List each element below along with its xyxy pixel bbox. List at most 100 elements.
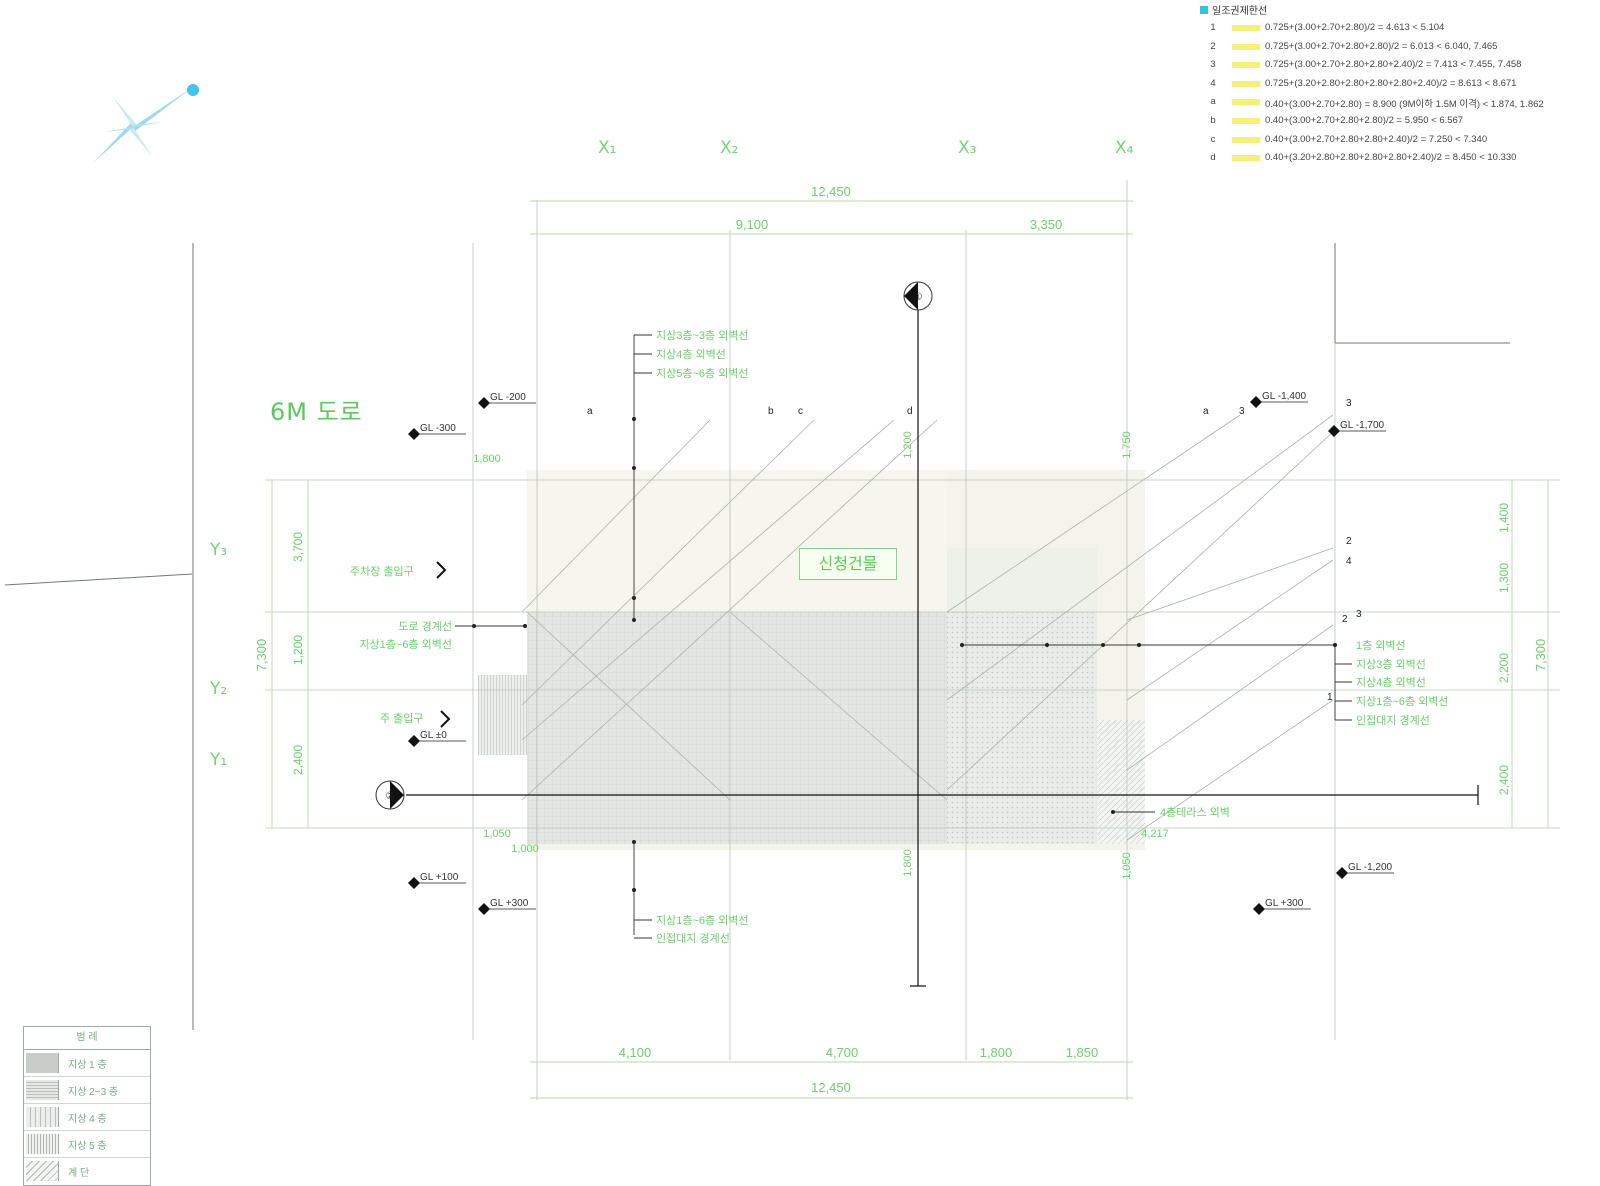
gl-label: GL -1,200 — [1348, 862, 1393, 873]
gl-label: GL -200 — [490, 392, 526, 403]
grid-label-x1: X₁ — [598, 138, 617, 158]
gl-label: GL -300 — [420, 423, 456, 434]
dim-right-part: 1,300 — [1497, 563, 1511, 593]
legend-color-swatch — [1200, 6, 1208, 14]
grid-label-y1: Y₁ — [210, 750, 228, 770]
hatch-pattern-1 — [26, 1053, 59, 1073]
legend-row-equation: 0.725+(3.00+2.70+2.80)/2 = 4.613 < 5.104 — [1265, 22, 1445, 33]
gl-marker — [1253, 903, 1311, 915]
dim-misc: 1,750 — [1121, 431, 1133, 459]
legend-row-label: 3 — [1210, 59, 1216, 71]
gl-marker — [408, 735, 466, 747]
legend-row-label: b — [1210, 115, 1216, 126]
legend-row-equation: 0.725+(3.20+2.80+2.80+2.80+2.80+2.40)/2 … — [1265, 77, 1517, 89]
gl-marker — [478, 903, 536, 915]
dim-misc: 1,000 — [511, 843, 539, 855]
note-terrace: 4층테라스 외벽 — [1160, 806, 1230, 819]
gl-marker — [1328, 425, 1386, 437]
road-label: 6M 도로 — [270, 398, 363, 426]
chevron-right-icon — [440, 710, 451, 728]
north-arrow-icon — [93, 84, 199, 163]
dim-top-part: 9,100 — [736, 217, 769, 232]
dimension-lines — [271, 200, 1549, 1099]
sunlight-line-label: a — [1203, 406, 1209, 417]
hatch-legend-row: 계 단 — [24, 1158, 150, 1184]
sunlight-line-label: 3 — [1346, 398, 1352, 409]
sunlight-line-label: 2 — [1346, 536, 1352, 547]
grid-label-x3: X₃ — [958, 138, 977, 158]
hatch-legend-label: 계 단 — [68, 1168, 90, 1179]
dim-right-total: 7,300 — [1533, 639, 1548, 672]
sunlight-line-label: b — [768, 406, 774, 417]
dim-right-part: 2,400 — [1497, 765, 1511, 795]
legend-row-swatch — [1232, 62, 1260, 69]
legend-row-equation: 0.40+(3.00+2.70+2.80+2.80)/2 = 5.950 < 6… — [1265, 115, 1464, 126]
hatch-pattern-2 — [26, 1080, 59, 1100]
legend-row-swatch — [1232, 136, 1260, 143]
chevron-right-icon — [436, 561, 447, 579]
sunlight-line-label: a — [587, 406, 593, 417]
dim-misc: 1,050 — [483, 828, 511, 840]
legend-row-equation: 0.40+(3.00+2.70+2.80+2.80+2.40)/2 = 7.25… — [1265, 133, 1488, 145]
section-marker-1 — [903, 281, 933, 311]
hatch-pattern-5 — [26, 1161, 59, 1181]
grid-label-y2: Y₂ — [210, 679, 228, 699]
legend-row-swatch — [1232, 99, 1260, 106]
section-marker-2 — [375, 780, 405, 810]
legend-row-label: d — [1210, 152, 1216, 164]
hatch-legend-label: 지상 1 층 — [68, 1060, 107, 1071]
hatch-legend-row: 지상 1 층 — [24, 1050, 150, 1077]
dim-misc: 1,200 — [902, 431, 914, 459]
note-left: 도로 경계선 — [398, 620, 452, 633]
site-boundary — [4, 243, 1510, 1030]
hatch-legend-row: 지상 4 층 — [24, 1104, 150, 1131]
legend-row-swatch — [1232, 118, 1260, 124]
section-cuts — [406, 305, 1479, 987]
dim-bottom-part: 1,800 — [980, 1045, 1013, 1060]
dim-left-part: 3,700 — [291, 532, 305, 562]
legend-row-swatch — [1232, 80, 1260, 87]
sunlight-line-label: 2 — [1342, 614, 1348, 625]
dim-misc: 1,800 — [902, 849, 914, 877]
sunlight-line-label: 4 — [1346, 556, 1352, 567]
dim-right-part: 1,400 — [1497, 503, 1511, 533]
note-right: 인접대지 경계선 — [1356, 714, 1430, 727]
note-right: 지상1층~6층 외벽선 — [1356, 695, 1449, 708]
legend-row-equation: 0.725+(3.00+2.70+2.80+2.80)/2 = 6.013 < … — [1265, 40, 1498, 52]
gl-marker — [408, 428, 466, 440]
gl-label: GL +300 — [490, 898, 529, 909]
legend-row-label: 1 — [1210, 22, 1216, 33]
legend-row-label: 4 — [1210, 77, 1216, 89]
building-label-text: 신청건물 — [818, 554, 878, 573]
note-right: 지상3층 외벽선 — [1356, 658, 1426, 671]
gl-label: GL ±0 — [420, 730, 447, 741]
hatch-legend-label: 지상 2~3 층 — [68, 1087, 119, 1098]
hatch-pattern-4 — [26, 1134, 59, 1154]
gl-marker — [478, 397, 536, 409]
sunlight-legend: 일조권제한선 1 0.725+(3.00+2.70+2.80)/2 = 4.613… — [1200, 0, 1600, 180]
note-top: 지상3층~3층 외벽선 — [656, 329, 749, 342]
legend-row-swatch — [1232, 43, 1260, 50]
dim-misc: 4,217 — [1141, 828, 1169, 840]
dim-top-part: 3,350 — [1030, 217, 1063, 232]
sunlight-line-label: 3 — [1356, 609, 1362, 620]
dim-left-part: 1,200 — [291, 635, 305, 665]
dim-misc: 1,050 — [1121, 852, 1133, 880]
gl-label: GL +100 — [420, 872, 459, 883]
hatch-legend-row: 지상 2~3 층 — [24, 1077, 150, 1104]
note-top: 지상5층~6층 외벽선 — [656, 367, 749, 380]
sunlight-line-label: 1 — [1327, 692, 1333, 703]
note-bottom: 지상1층~6층 외벽선 — [656, 914, 749, 927]
grid-label-x2: X₂ — [720, 138, 739, 158]
note-top: 지상4층 외벽선 — [656, 348, 726, 361]
legend-title: 일조권제한선 — [1200, 2, 1267, 17]
gl-label: GL -1,700 — [1340, 420, 1385, 431]
note-main-entrance: 주 출입구 — [380, 712, 424, 725]
sunlight-line-label: d — [907, 406, 913, 417]
gl-marker — [1336, 867, 1394, 879]
grid-label-x4: X₄ — [1115, 138, 1134, 158]
dim-bottom-total: 12,450 — [811, 1080, 851, 1095]
